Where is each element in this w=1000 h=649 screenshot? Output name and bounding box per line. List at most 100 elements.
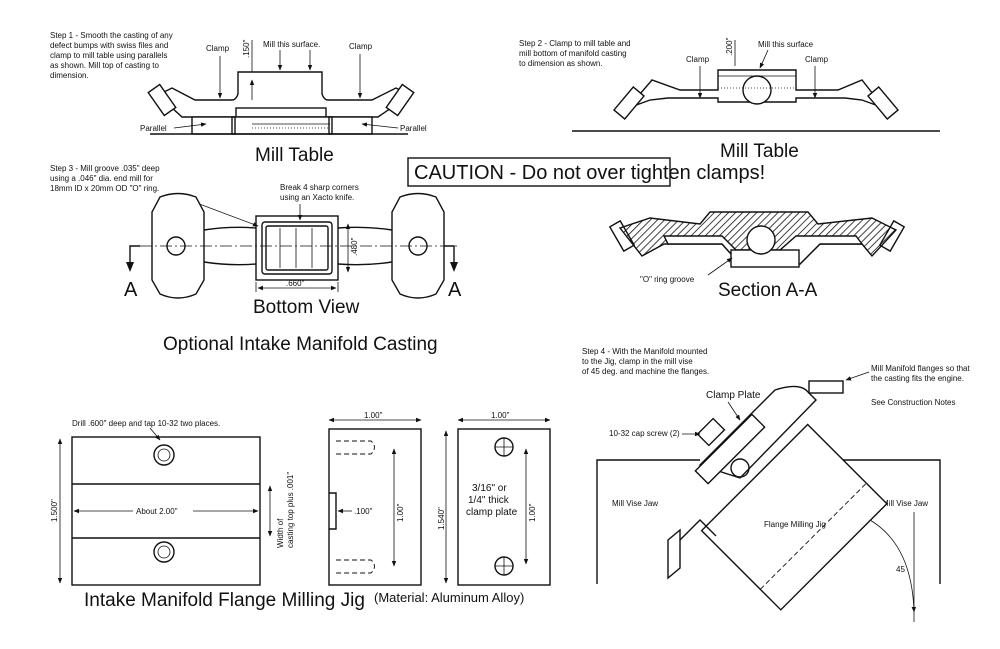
step3-section-right-line (444, 245, 455, 268)
jig-hole-bottom-inner (157, 545, 171, 559)
step3-section-left: A (124, 279, 138, 301)
jig-side-height: 1.00" (396, 503, 405, 522)
step4-flange-top (808, 380, 844, 394)
step2-flange-right (867, 86, 899, 120)
step1-parallel-left-arrow (173, 122, 207, 129)
jig-drill-leader (149, 427, 161, 441)
step4-vise-right (840, 459, 941, 584)
jig-plate-height: 1.540" (437, 507, 446, 530)
step4-diagram: Step 4 - With the Manifold mounted to th… (582, 347, 972, 622)
step2-clamp-left: Clamp (686, 55, 710, 64)
step3-corner-note: Break 4 sharp corners using an Xacto kni… (280, 183, 361, 202)
section-aa-oring-leader (707, 257, 733, 276)
jig-material: (Material: Aluminum Alloy) (374, 590, 524, 605)
step4-vise-left-label: Mill Vise Jaw (612, 499, 658, 508)
jig-side-thread-top (336, 440, 375, 455)
section-aa-flange-right (878, 219, 906, 253)
step1-note: Step 1 - Smooth the casting of any defec… (50, 31, 175, 80)
jig-side-step-dim: .100" (354, 507, 373, 516)
step4-angle-arc (869, 519, 917, 613)
caution-box: CAUTION - Do not over tighten clamps! (407, 157, 765, 187)
step4-angle: 45 (896, 565, 905, 574)
section-aa-title: Section A-A (718, 280, 818, 301)
jig-width-cast: Width of casting top plus .001" (276, 472, 295, 548)
step3-groove-inner (265, 225, 329, 271)
jig-hole-bottom (153, 541, 175, 563)
step3-note: Step 3 - Mill groove .035" deep using a … (50, 164, 162, 193)
step3-dim-width: .660" (286, 279, 305, 288)
step4-jig-group (700, 423, 888, 611)
step3-runner-right (337, 226, 393, 266)
step4-construction: See Construction Notes (871, 398, 956, 407)
jig-drill-note: Drill .600" deep and tap 10-32 two place… (72, 419, 220, 428)
step3-main-title: Optional Intake Manifold Casting (163, 334, 438, 355)
step4-flange-leader (845, 371, 870, 381)
jig-height-left: 1.500" (50, 499, 59, 522)
step1-parallel-right: Parallel (400, 124, 427, 133)
caution-text: CAUTION - Do not over tighten clamps! (414, 162, 765, 184)
jig-side-width: 1.00" (364, 411, 383, 420)
step2-clamp-right: Clamp (805, 55, 829, 64)
step2-port (742, 75, 772, 105)
step4-flange-note: Mill Manifold flanges so that the castin… (871, 364, 972, 383)
step1-dim: .150" (242, 39, 251, 58)
jig-diagram: Drill .600" deep and tap 10-32 two place… (50, 411, 551, 611)
step4-note: Step 4 - With the Manifold mounted to th… (582, 347, 710, 376)
step2-mill-label: Mill this surface (758, 40, 814, 49)
section-aa-flange-left (608, 219, 636, 253)
step3-runner-left (203, 226, 257, 266)
step4-clamp-plate-leader (727, 401, 741, 421)
step4-jig-block (700, 423, 888, 611)
jig-plate-width: 1.00" (491, 411, 510, 420)
step1-parallel-left: Parallel (140, 124, 167, 133)
step2-mill-arrow (759, 49, 769, 69)
step3-section-right: A (448, 279, 462, 301)
step3-center-block (255, 215, 339, 281)
section-aa-oring-label: "O" ring groove (640, 275, 695, 284)
jig-title: Intake Manifold Flange Milling Jig (84, 590, 365, 611)
step3-section-left-line (129, 245, 140, 268)
step4-jig-hidden (759, 482, 867, 590)
step2-note: Step 2 - Clamp to mill table and mill bo… (519, 39, 633, 68)
step3-flange-left (151, 192, 205, 299)
jig-plate-view (457, 428, 551, 586)
step1-mill-label: Mill this surface. (263, 40, 320, 49)
step4-jig-label: Flange Milling Jig (764, 520, 826, 529)
jig-side-thread-bottom (336, 559, 375, 574)
step1-parallel-right-arrow (361, 122, 399, 129)
jig-side-view (328, 428, 422, 586)
step3-section-left-arrow (126, 262, 134, 272)
caution-frame (407, 157, 671, 187)
jig-plate-thickness: 3/16" or 1/4" thick clamp plate (466, 483, 518, 518)
step4-flange-bottom (667, 528, 681, 580)
jig-about-label: About 2.00" (136, 507, 178, 516)
step1-clamp-right: Clamp (349, 42, 373, 51)
step4-clamp-plate (694, 413, 766, 485)
step3-flange-right (391, 192, 445, 299)
step3-dim-height: .480" (350, 237, 359, 256)
step4-cap-screw-label: 10-32 cap screw (2) (609, 429, 680, 438)
step4-vise-left (596, 459, 700, 584)
step1-clamp-left: Clamp (206, 44, 230, 53)
jig-plate-hole: 1.00" (528, 503, 537, 522)
section-aa-diagram: "O" ring groove Section A-A (608, 211, 906, 301)
step3-view-title: Bottom View (253, 297, 360, 318)
jig-side-step (329, 492, 337, 530)
step4-vise-right-label: Mill Vise Jaw (882, 499, 928, 508)
step2-title: Mill Table (720, 141, 799, 162)
jig-hole-top-inner (157, 448, 171, 462)
jig-front-view (71, 436, 261, 586)
step3-diagram: Step 3 - Mill groove .035" deep using a … (50, 164, 462, 355)
step1-diagram: Step 1 - Smooth the casting of any defec… (50, 31, 427, 166)
step1-flange-right (385, 83, 415, 117)
step1-casting (156, 71, 412, 118)
step3-groove-outer (261, 221, 333, 275)
step1-title: Mill Table (255, 145, 334, 166)
step2-diagram: Step 2 - Clamp to mill table and mill bo… (519, 37, 940, 162)
step4-cap-screw (696, 417, 726, 447)
step4-port (730, 458, 750, 478)
step4-manifold-bottom (679, 519, 717, 541)
step4-clamp-plate-label: Clamp Plate (706, 390, 761, 401)
step1-flange-left (147, 83, 177, 117)
step2-dim: .200" (725, 37, 734, 56)
